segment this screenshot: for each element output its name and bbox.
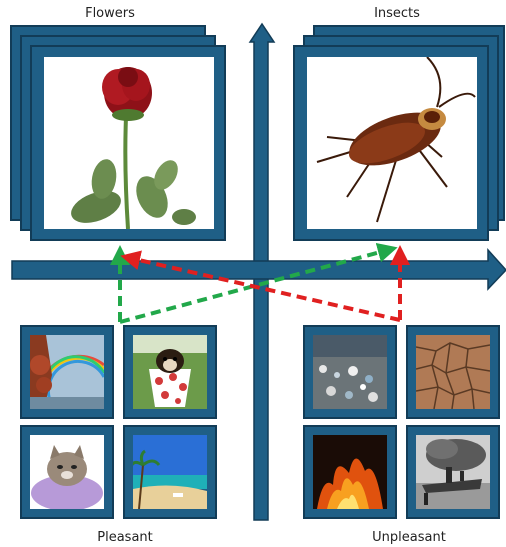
red-arrow-flowers (130, 258, 400, 320)
